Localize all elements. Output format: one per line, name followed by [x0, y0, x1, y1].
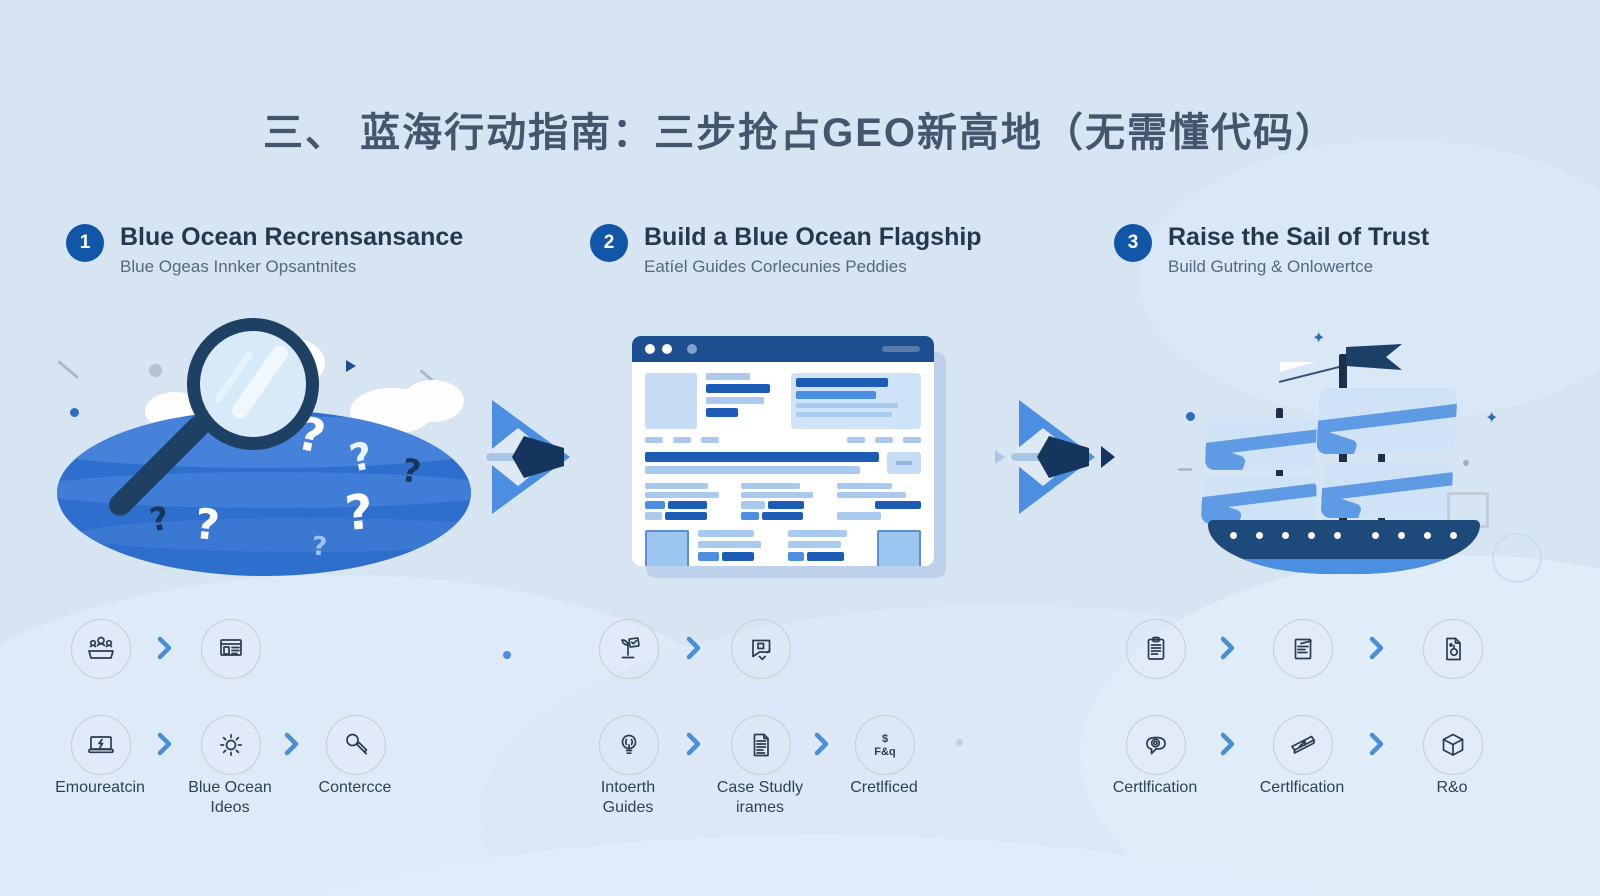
pipeline-label: Contercce — [318, 779, 392, 796]
chevron-right-icon — [1220, 732, 1235, 756]
titlebar-pill — [882, 346, 920, 352]
chevron-right-icon — [1220, 636, 1235, 660]
step-2-header: 2 Build a Blue Ocean Flagship Eatíel Gui… — [590, 222, 982, 277]
question-mark: ? — [311, 531, 328, 563]
ship-sail — [1316, 388, 1458, 454]
wireframe-row — [645, 452, 921, 474]
ship-flag-icon — [1346, 344, 1402, 370]
step-subtitle: Build Gutring & Onlowertce — [1168, 257, 1374, 276]
ship-hull — [1208, 520, 1480, 574]
ship-sail — [1200, 476, 1318, 524]
chevron-right-icon — [284, 732, 299, 756]
browser-illustration — [632, 336, 934, 566]
flow-arrow-icon — [482, 400, 570, 514]
cube-icon — [1423, 715, 1483, 775]
decor-dot — [1463, 460, 1469, 466]
decor-dot — [503, 651, 511, 659]
meeting-icon — [71, 619, 131, 679]
step-1-header: 1 Blue Ocean Recrensansance Blue Ogeas I… — [66, 222, 463, 277]
sparkle-icon: ✦ — [1312, 330, 1326, 347]
faq-dollar-text: $ — [882, 733, 888, 745]
decor-dot — [1186, 412, 1195, 421]
decor-slash — [1178, 468, 1192, 471]
decor-dot — [956, 739, 963, 746]
clipboard-icon — [1126, 619, 1186, 679]
lightbulb-icon — [599, 715, 659, 775]
page-title: 三、 蓝海行动指南：三步抢占GEO新高地（无需懂代码） — [262, 111, 1338, 155]
document-icon — [731, 715, 791, 775]
step-number-badge: 2 — [590, 224, 628, 262]
chevron-right-icon — [686, 636, 701, 660]
browser-doc-icon — [201, 619, 261, 679]
circle-outline-decor — [1492, 533, 1542, 583]
laptop-bolt-icon — [71, 715, 131, 775]
sparkle-icon: ✦ — [1485, 410, 1499, 427]
step-3-header: 3 Raise the Sail of Trust Build Gutring … — [1114, 222, 1429, 277]
decor-dot — [149, 364, 162, 377]
step-number-badge: 3 — [1114, 224, 1152, 262]
chevron-right-icon — [686, 732, 701, 756]
faq-text: F&q — [874, 746, 895, 758]
window-dot — [645, 344, 655, 354]
pen-search-icon — [326, 715, 386, 775]
foam-splash — [402, 380, 464, 422]
ocean-ellipse — [57, 410, 471, 576]
pipeline-label: Certlfication — [1259, 779, 1345, 796]
decor-triangle — [346, 360, 356, 372]
step-subtitle: Blue Ogeas Innker Opsantnites — [120, 257, 357, 276]
pipeline-label: Certlfication — [1112, 779, 1198, 796]
faq-icon: $ F&q — [855, 715, 915, 775]
pipeline-label: Blue Ocean Ideos — [188, 779, 272, 817]
ramp-arrow-icon — [1273, 715, 1333, 775]
chevron-right-icon — [1369, 636, 1384, 660]
ship-sail — [1320, 462, 1454, 518]
step-title: Raise the Sail of Trust — [1168, 223, 1430, 251]
step-number-badge: 1 — [66, 224, 104, 262]
decor-dot — [70, 408, 79, 417]
step-title: Build a Blue Ocean Flagship — [644, 223, 982, 251]
file-ink-icon — [1423, 619, 1483, 679]
chevron-right-icon — [1369, 732, 1384, 756]
background-wave — [1140, 140, 1600, 420]
pipeline-label: Intoerth Guides — [600, 779, 656, 817]
chevron-right-icon — [157, 732, 172, 756]
doc-lines-icon — [1273, 619, 1333, 679]
idea-gear-icon — [201, 715, 261, 775]
pipeline-label: Cretlficed — [850, 779, 918, 796]
window-dot — [662, 344, 672, 354]
wireframe-row — [645, 530, 921, 566]
podium-plant-icon — [599, 619, 659, 679]
wireframe-row — [645, 483, 921, 520]
wireframe-row — [645, 373, 921, 429]
browser-titlebar — [632, 336, 934, 362]
step-subtitle: Eatíel Guides Corlecunies Peddies — [644, 257, 907, 276]
magnifier-icon — [187, 318, 319, 450]
chevron-right-icon — [157, 636, 172, 660]
ship-sail — [1204, 418, 1318, 470]
ship-illustration: ✦ ✦ — [1160, 326, 1505, 584]
pipeline-label: Emoureatcin — [55, 779, 145, 796]
flow-arrow-icon — [995, 400, 1115, 514]
question-mark: ? — [342, 483, 376, 543]
ship-mast — [1378, 388, 1385, 524]
pipeline-label: R&o — [1436, 779, 1468, 796]
chevron-right-icon — [814, 732, 829, 756]
ocean-illustration: ? ? ? ? ? ? ? — [50, 300, 490, 590]
eye-bubble-icon — [1126, 715, 1186, 775]
window-dot — [687, 344, 697, 354]
pipeline-label: Case Studly irames — [716, 779, 804, 817]
chat-check-icon — [731, 619, 791, 679]
ship-pennant — [1280, 362, 1314, 372]
wireframe-row — [645, 437, 921, 443]
wireframe-content — [632, 362, 934, 566]
step-title: Blue Ocean Recrensansance — [120, 223, 464, 251]
question-mark: ? — [192, 498, 222, 551]
